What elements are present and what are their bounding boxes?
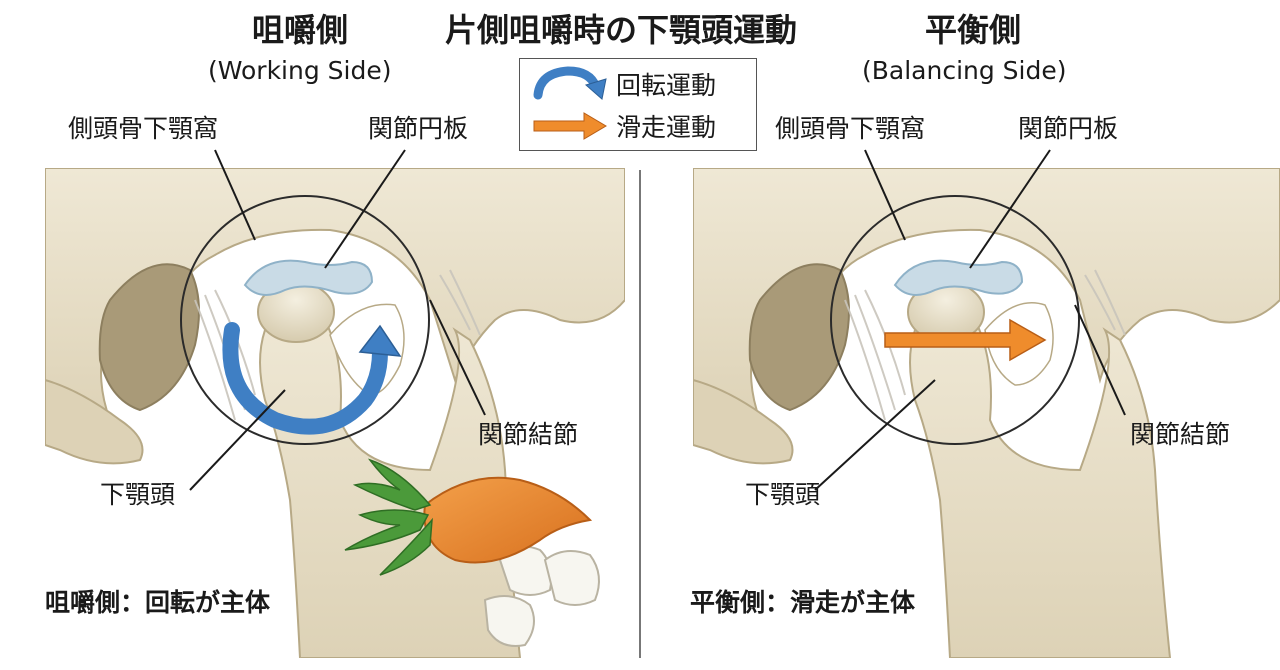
- legend-box: 回転運動 滑走運動: [519, 58, 757, 151]
- right-tubercle-label: 関節結節: [1130, 420, 1231, 449]
- right-disc-label: 関節円板: [1018, 114, 1119, 143]
- ear-canal: [98, 263, 200, 412]
- left-tubercle-label: 関節結節: [478, 420, 579, 449]
- right-caption: 平衡側：滑走が主体: [690, 588, 916, 617]
- carrot-leaves: [344, 458, 433, 576]
- carrot-illustration: [344, 458, 593, 576]
- magnifier-circle: [830, 195, 1080, 445]
- mandible-ramus: [259, 311, 522, 658]
- left-subheading: (Working Side): [208, 56, 392, 85]
- articular-disc: [243, 259, 374, 296]
- mandible-ramus: [909, 311, 1172, 658]
- sliding-arrow: [884, 318, 1047, 362]
- legend-sliding-label: 滑走運動: [616, 113, 717, 142]
- left-disc-label: 関節円板: [368, 114, 469, 143]
- legend-row-sliding: 滑走運動: [520, 107, 756, 147]
- magnifier-circle: [180, 195, 430, 445]
- carrot-body: [423, 476, 593, 564]
- left-condyle-label: 下顎頭: [100, 480, 176, 509]
- right-fossa-label: 側頭骨下顎窩: [775, 114, 926, 143]
- legend-row-rotation: 回転運動: [520, 65, 756, 105]
- right-subheading: (Balancing Side): [862, 56, 1067, 85]
- legend-rotation-label: 回転運動: [616, 71, 717, 100]
- sliding-legend-icon: [533, 112, 607, 140]
- balancing-side-anatomy: [693, 168, 1280, 658]
- rotation-arrow: [222, 322, 388, 435]
- right-condyle-label: 下顎頭: [745, 480, 821, 509]
- mastoid-region: [45, 378, 144, 465]
- main-title: 片側咀嚼時の下顎頭運動: [445, 11, 798, 49]
- left-fossa-label: 側頭骨下顎窩: [68, 114, 219, 143]
- teeth: [483, 545, 600, 647]
- working-side-anatomy: [45, 168, 625, 658]
- right-heading: 平衡側: [925, 11, 1022, 49]
- left-heading: 咀嚼側: [252, 11, 349, 49]
- rotation-legend-icon: [533, 66, 607, 100]
- leader-lines: [189, 149, 1126, 491]
- left-caption: 咀嚼側：回転が主体: [45, 588, 271, 617]
- rotation-arrowhead: [358, 324, 402, 357]
- articular-disc: [893, 259, 1024, 296]
- mastoid-region: [693, 378, 794, 465]
- ear-canal: [748, 263, 850, 412]
